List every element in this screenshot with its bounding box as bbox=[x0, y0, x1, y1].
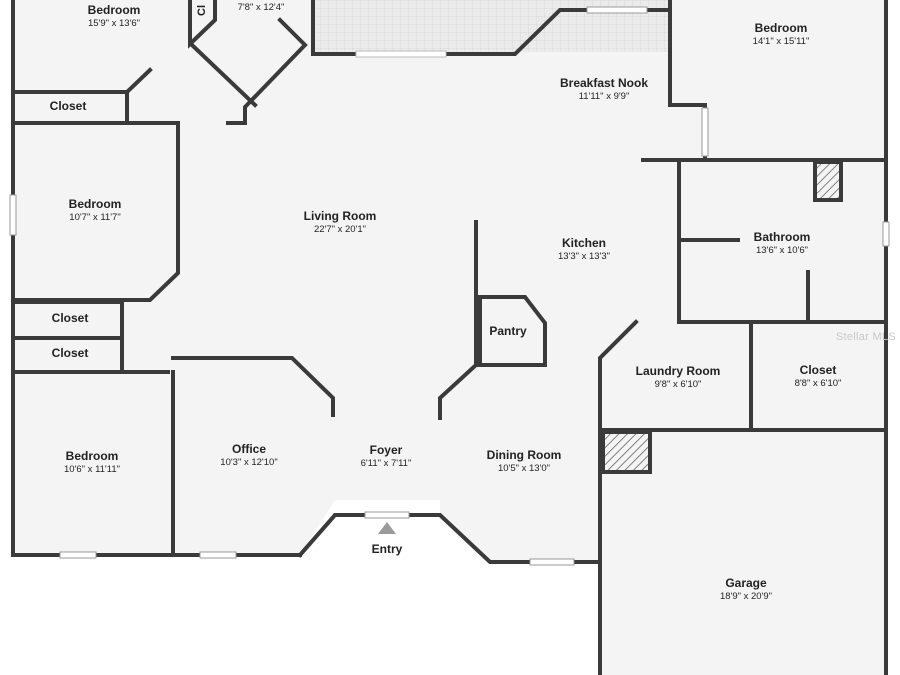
chase-bathroom bbox=[813, 160, 843, 202]
room-breakfast-nook: Breakfast Nook 11'11" x 9'9" bbox=[559, 76, 649, 102]
floor-area bbox=[13, 0, 885, 675]
closet-label-3: Closet bbox=[51, 346, 89, 360]
chase-garage bbox=[601, 430, 652, 474]
room-top-small: 7'8" x 12'4" bbox=[237, 2, 285, 13]
pantry-label: Pantry bbox=[489, 324, 527, 338]
watermark: Stellar MLS bbox=[835, 331, 896, 343]
entry-label: Entry bbox=[371, 542, 403, 556]
room-bedroom-ne: Bedroom 14'1" x 15'11" bbox=[752, 21, 810, 47]
room-bedroom-w: Bedroom 10'7" x 11'7" bbox=[68, 197, 122, 223]
windows bbox=[9, 6, 890, 566]
closet-label-2: Closet bbox=[51, 311, 89, 325]
room-kitchen: Kitchen 13'3" x 13'3" bbox=[557, 236, 611, 262]
room-garage: Garage 18'9" x 20'9" bbox=[719, 576, 773, 602]
entry-arrow-icon bbox=[378, 522, 396, 534]
room-living-room: Living Room 22'7" x 20'1" bbox=[303, 209, 377, 235]
room-bedroom-sw: Bedroom 10'6" x 11'11" bbox=[64, 449, 120, 475]
room-closet-e: Closet 8'8" x 6'10" bbox=[794, 363, 842, 389]
main-floor bbox=[13, 0, 885, 675]
room-laundry-room: Laundry Room 9'8" x 6'10" bbox=[635, 364, 721, 390]
room-dining-room: Dining Room 10'5" x 13'0" bbox=[486, 448, 562, 474]
room-bathroom: Bathroom 13'6" x 10'6" bbox=[753, 230, 811, 256]
closet-label-1: Closet bbox=[49, 99, 87, 113]
room-foyer: Foyer 6'11" x 7'11" bbox=[360, 443, 412, 469]
room-bedroom-nw: Bedroom 15'9" x 13'6" bbox=[87, 3, 141, 29]
cut-closet-label: Cl bbox=[196, 5, 208, 16]
room-office: Office 10'3" x 12'10" bbox=[220, 442, 278, 468]
